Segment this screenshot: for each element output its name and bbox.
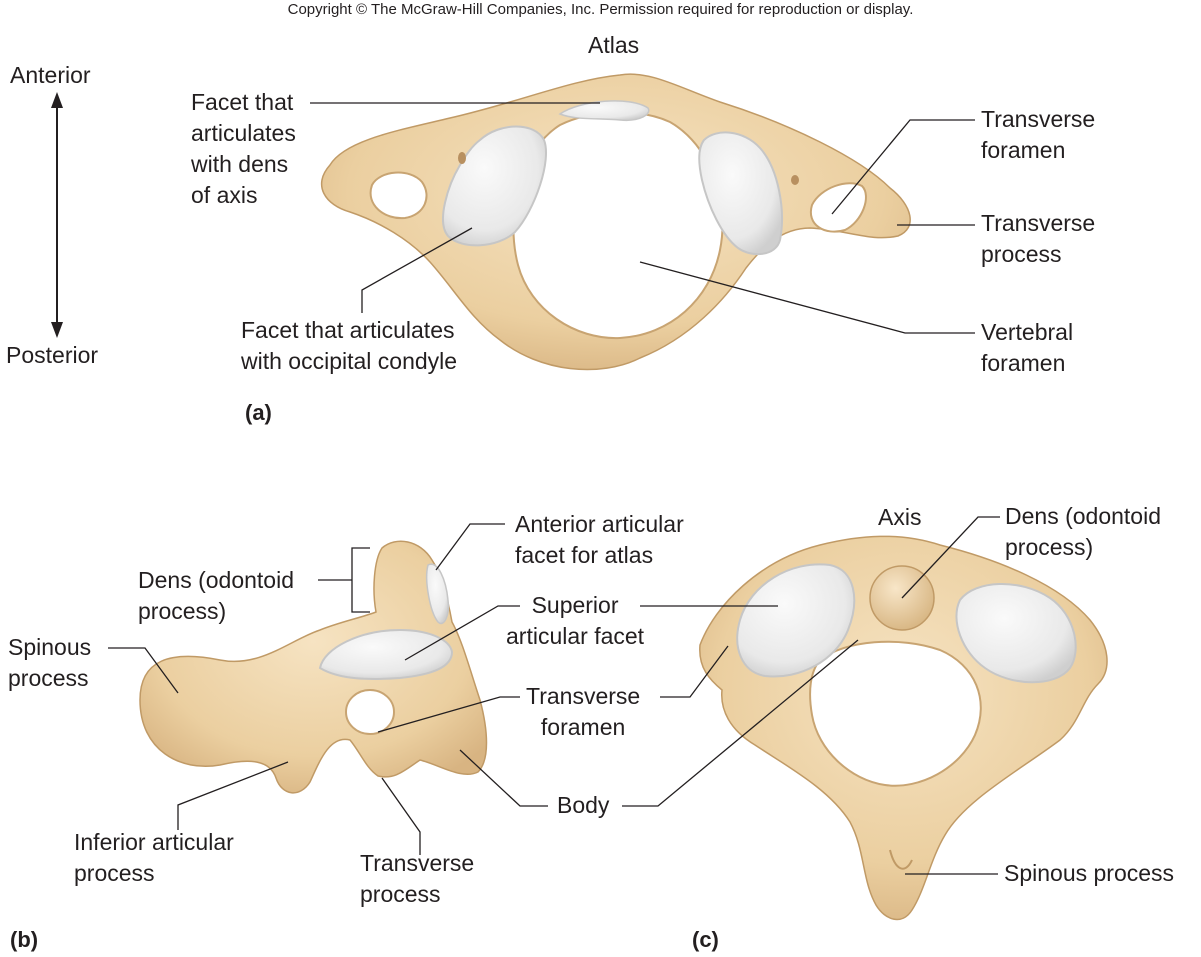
atlas-label-facet-occipital: Facet that articulates with occipital co… bbox=[241, 317, 458, 374]
atlas-label-transverse-foramen: Transverse foramen bbox=[981, 106, 1096, 163]
atlas-illustration bbox=[320, 73, 911, 371]
atlas-foramen-small-left bbox=[458, 152, 466, 164]
axis-lateral-transverse-foramen bbox=[345, 689, 395, 735]
orientation-arrow bbox=[51, 92, 63, 338]
atlas-title: Atlas bbox=[588, 32, 640, 58]
axis-lateral-superior-facet bbox=[318, 628, 454, 680]
axis-superior-illustration bbox=[699, 535, 1108, 921]
axis-lateral-label-anterior-facet: Anterior articular facet for atlas bbox=[515, 511, 684, 568]
label-transverse-foramen-shared: Transverse foramen bbox=[526, 683, 641, 740]
atlas-superior-facet-right bbox=[698, 131, 783, 256]
axis-lateral-label-dens: Dens (odontoid process) bbox=[138, 567, 294, 624]
atlas-label-vertebral-foramen: Vertebral foramen bbox=[981, 319, 1074, 376]
axis-lateral-label-spinous-process: Spinous process bbox=[8, 634, 92, 691]
axis-superior-leader-lines bbox=[622, 516, 1000, 875]
atlas-dens-facet bbox=[558, 100, 650, 122]
axis-lateral-leader-lines bbox=[108, 523, 548, 855]
axis-lateral-label-transverse-process: Transverse process bbox=[360, 850, 475, 907]
axis-superior-label-spinous-process: Spinous process bbox=[1004, 860, 1175, 886]
axis-lateral-illustration bbox=[139, 540, 488, 794]
atlas-vertebral-foramen bbox=[512, 111, 724, 340]
atlas-label-transverse-process: Transverse process bbox=[981, 210, 1096, 267]
atlas-leader-lines bbox=[310, 102, 975, 334]
label-superior-articular-facet: Superior articular facet bbox=[506, 592, 645, 649]
atlas-transverse-foramen-left bbox=[369, 171, 428, 220]
axis-title: Axis bbox=[878, 504, 922, 530]
axis-superior-facet-right bbox=[955, 582, 1077, 684]
axis-superior-spine-groove bbox=[889, 849, 913, 870]
axis-lateral-label-inferior-articular: Inferior articular process bbox=[74, 829, 234, 886]
panel-a-letter: (a) bbox=[245, 400, 272, 425]
orientation-anterior-label: Anterior bbox=[10, 62, 91, 88]
atlas-foramen-small-right bbox=[791, 175, 799, 185]
axis-lateral-anterior-facet bbox=[426, 563, 450, 625]
atlas-label-facet-dens: Facet that articulates with dens of axis bbox=[191, 89, 296, 208]
atlas-transverse-foramen-right bbox=[809, 182, 867, 233]
label-body-shared: Body bbox=[557, 792, 610, 818]
axis-lateral-bone bbox=[139, 540, 488, 794]
orientation-posterior-label: Posterior bbox=[6, 342, 99, 368]
copyright-notice: Copyright © The McGraw-Hill Companies, I… bbox=[287, 1, 914, 18]
axis-superior-label-dens: Dens (odontoid process) bbox=[1005, 503, 1161, 560]
atlas-superior-facet-left bbox=[442, 125, 548, 247]
panel-b-letter: (b) bbox=[10, 927, 39, 952]
panel-c-letter: (c) bbox=[692, 927, 719, 952]
axis-superior-facet-left bbox=[736, 563, 856, 678]
axis-superior-vertebral-foramen bbox=[809, 640, 982, 787]
